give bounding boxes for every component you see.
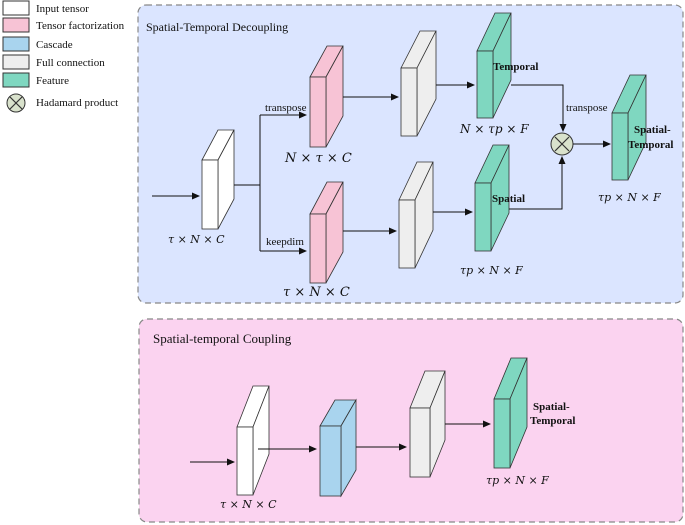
top-output-feature-block	[611, 74, 647, 181]
factorization-block-top	[309, 45, 344, 148]
bottom-output-label-line2: Temporal	[530, 415, 575, 427]
temporal-feature-block	[476, 12, 512, 119]
top-input-dim-label: τ × N × C	[168, 233, 225, 246]
legend-swatch-tensor-factorization	[2, 17, 30, 33]
top-panel-title: Spatial-Temporal Decoupling	[146, 20, 288, 34]
top-panel: Spatial-Temporal Decoupling τ × N × C tr…	[137, 4, 684, 304]
bottom-output-dim-label: τp × N × F	[486, 474, 549, 487]
factorization-block-bottom	[309, 181, 344, 284]
spatial-label: Spatial	[492, 193, 525, 205]
top-output-dim-label: τp × N × F	[598, 191, 661, 204]
legend-hadamard-icon	[6, 93, 26, 113]
legend-label-full-connection: Full connection	[36, 57, 105, 69]
bottom-panel: Spatial-temporal Coupling τ × N × C	[138, 318, 684, 523]
legend-label-hadamard-product: Hadamard product	[36, 97, 118, 109]
transpose-label: transpose	[265, 102, 307, 114]
temporal-to-hadamard-path	[511, 84, 567, 132]
legend-swatch-feature	[2, 72, 30, 88]
legend-label-feature: Feature	[36, 75, 69, 87]
legend-label-tensor-factorization: Tensor factorization	[36, 20, 125, 32]
full-connection-block-top	[400, 30, 437, 137]
legend: Input tensor Tensor factorization Cascad…	[2, 0, 125, 113]
spatial-feature-block	[474, 144, 510, 252]
legend-label-input-tensor: Input tensor	[36, 3, 89, 15]
factorization-top-dim-label: N × τ × C	[284, 151, 352, 166]
cascade-block	[319, 398, 357, 498]
factorization-bottom-dim-label: τ × N × C	[283, 285, 350, 300]
top-output-label-line1: Spatial-	[634, 124, 671, 136]
hadamard-product-icon	[550, 132, 574, 156]
bottom-output-label-line1: Spatial-	[533, 401, 570, 413]
bottom-full-connection-block	[409, 370, 446, 478]
legend-swatch-full-connection	[2, 54, 30, 70]
spatial-dim-label: τp × N × F	[460, 264, 523, 277]
bottom-panel-title: Spatial-temporal Coupling	[153, 331, 292, 346]
keepdim-label: keepdim	[266, 236, 304, 248]
bottom-input-tensor	[236, 385, 270, 496]
bottom-input-dim-label: τ × N × C	[220, 498, 277, 511]
spatial-to-hadamard-path	[509, 156, 566, 210]
legend-label-cascade: Cascade	[36, 39, 73, 51]
top-panel-background	[137, 4, 684, 304]
temporal-dim-label: N × τp × F	[459, 122, 529, 136]
top-input-tensor	[201, 129, 235, 230]
full-connection-block-bottom	[398, 161, 434, 269]
transpose-label-2: transpose	[566, 102, 608, 114]
top-output-label-line2: Temporal	[628, 139, 673, 151]
legend-swatch-input-tensor	[2, 0, 30, 16]
legend-swatch-cascade	[2, 36, 30, 52]
bottom-output-feature-block	[493, 357, 528, 469]
temporal-label: Temporal	[493, 61, 538, 73]
